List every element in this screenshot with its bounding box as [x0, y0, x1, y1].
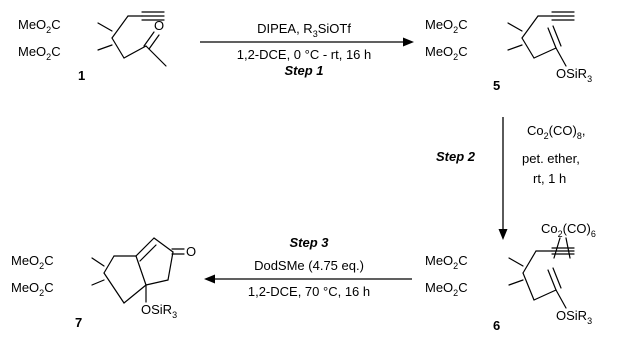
compound-7-bonds	[91, 237, 185, 304]
step-3-label: Step 3	[289, 235, 329, 250]
step-2-reagent: Co2(CO)8,	[527, 123, 585, 141]
step-2-arrowhead	[498, 229, 508, 240]
step-1-arrow-group: DIPEA, R3SiOTf 1,2-DCE, 0 °C - rt, 16 h …	[200, 21, 414, 78]
step-1-conditions: 1,2-DCE, 0 °C - rt, 16 h	[237, 47, 372, 62]
step-2-arrow-group: Step 2 Co2(CO)8, pet. ether, rt, 1 h	[436, 117, 585, 240]
compound-7: MeO2C MeO2C O OSiR3 7	[11, 237, 196, 330]
compound-1-bonds	[97, 11, 167, 67]
compound-7-carbonyl-oxygen: O	[186, 244, 196, 259]
compound-5-silyl-ether: OSiR3	[556, 66, 592, 84]
compound-1: MeO2C MeO2C O 1	[18, 11, 167, 83]
compound-7-number: 7	[75, 315, 82, 330]
step-3-reagents: DodSMe (4.75 eq.)	[254, 258, 364, 273]
compound-7-ester-bottom: MeO2C	[11, 280, 54, 298]
compound-5-bonds	[507, 11, 575, 67]
compound-1-carbonyl-oxygen: O	[154, 18, 164, 33]
step-1-arrowhead	[403, 37, 414, 47]
compound-5: MeO2C MeO2C OSiR3 5	[425, 11, 592, 93]
compound-1-ester-bottom: MeO2C	[18, 44, 61, 62]
compound-5-ester-bottom: MeO2C	[425, 44, 468, 62]
step-3-conditions: 1,2-DCE, 70 °C, 16 h	[248, 284, 370, 299]
step-1-reagents: DIPEA, R3SiOTf	[257, 21, 351, 39]
compound-6-ester-bottom: MeO2C	[425, 280, 468, 298]
compound-7-ester-top: MeO2C	[11, 253, 54, 271]
step-1-label: Step 1	[284, 63, 323, 78]
compound-6-bonds	[508, 237, 575, 309]
step-3-arrow-group: Step 3 DodSMe (4.75 eq.) 1,2-DCE, 70 °C,…	[204, 235, 412, 299]
compound-6-number: 6	[493, 318, 500, 333]
step-2-solvent: pet. ether,	[522, 151, 580, 166]
compound-5-number: 5	[493, 78, 500, 93]
compound-5-ester-top: MeO2C	[425, 17, 468, 35]
compound-1-ester-top: MeO2C	[18, 17, 61, 35]
compound-1-number: 1	[78, 68, 85, 83]
step-2-label: Step 2	[436, 149, 476, 164]
compound-6-cobalt-complex: Co2(CO)6	[541, 221, 596, 239]
compound-6: Co2(CO)6 MeO2C MeO2C OSiR3 6	[425, 221, 596, 333]
compound-7-silyl-ether: OSiR3	[141, 302, 177, 320]
compound-6-ester-top: MeO2C	[425, 253, 468, 271]
compound-6-silyl-ether: OSiR3	[556, 308, 592, 326]
step-2-conditions: rt, 1 h	[533, 171, 566, 186]
step-3-arrowhead	[204, 274, 215, 284]
